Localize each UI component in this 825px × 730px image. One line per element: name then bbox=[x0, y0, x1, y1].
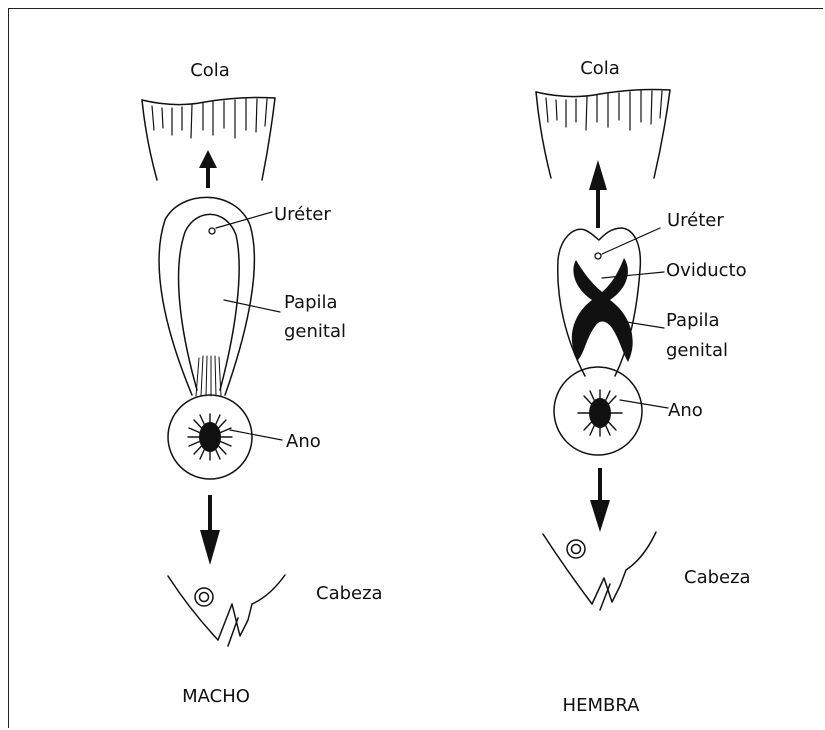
male-caption: MACHO bbox=[182, 686, 250, 707]
male-ureter-label: Uréter bbox=[274, 204, 331, 225]
male-leader-lines bbox=[216, 212, 282, 440]
male-papilla-striations bbox=[196, 356, 221, 396]
female-anus-rays bbox=[578, 390, 622, 436]
female-ureter-label: Uréter bbox=[667, 210, 724, 231]
female-ureter-pore bbox=[595, 253, 601, 259]
female-tail-label: Cola bbox=[580, 58, 620, 79]
female-oviduct-shape bbox=[572, 258, 633, 362]
female-arrow-to-tail bbox=[589, 160, 607, 228]
female-arrow-to-head bbox=[590, 468, 610, 532]
female-papilla-label-2: genital bbox=[666, 340, 728, 361]
male-diagram: Cola Uréter Papila genital Ano Cabeza MA… bbox=[142, 60, 383, 707]
male-papilla-label-2: genital bbox=[284, 321, 346, 342]
female-caption: HEMBRA bbox=[563, 695, 641, 716]
female-head-sketch bbox=[543, 532, 656, 610]
female-diagram: Cola Uréter Oviducto Papila genital Ano … bbox=[536, 58, 751, 716]
female-oviduct-label: Oviducto bbox=[666, 260, 747, 281]
male-anus-label: Ano bbox=[286, 431, 321, 452]
female-anus-label: Ano bbox=[668, 400, 703, 421]
female-head-label: Cabeza bbox=[684, 567, 751, 588]
male-head-sketch bbox=[168, 575, 285, 646]
male-head-label: Cabeza bbox=[316, 583, 383, 604]
female-tail-fin bbox=[536, 90, 670, 179]
male-anus-rays bbox=[188, 414, 232, 460]
female-papilla-label-1: Papila bbox=[666, 310, 720, 331]
male-papilla-inner bbox=[179, 214, 240, 390]
male-papilla-label-1: Papila bbox=[284, 292, 338, 313]
male-arrow-to-head bbox=[200, 495, 220, 565]
male-ureter-pore bbox=[209, 228, 215, 234]
male-arrow-to-tail bbox=[199, 150, 217, 188]
male-tail-label: Cola bbox=[190, 60, 230, 81]
